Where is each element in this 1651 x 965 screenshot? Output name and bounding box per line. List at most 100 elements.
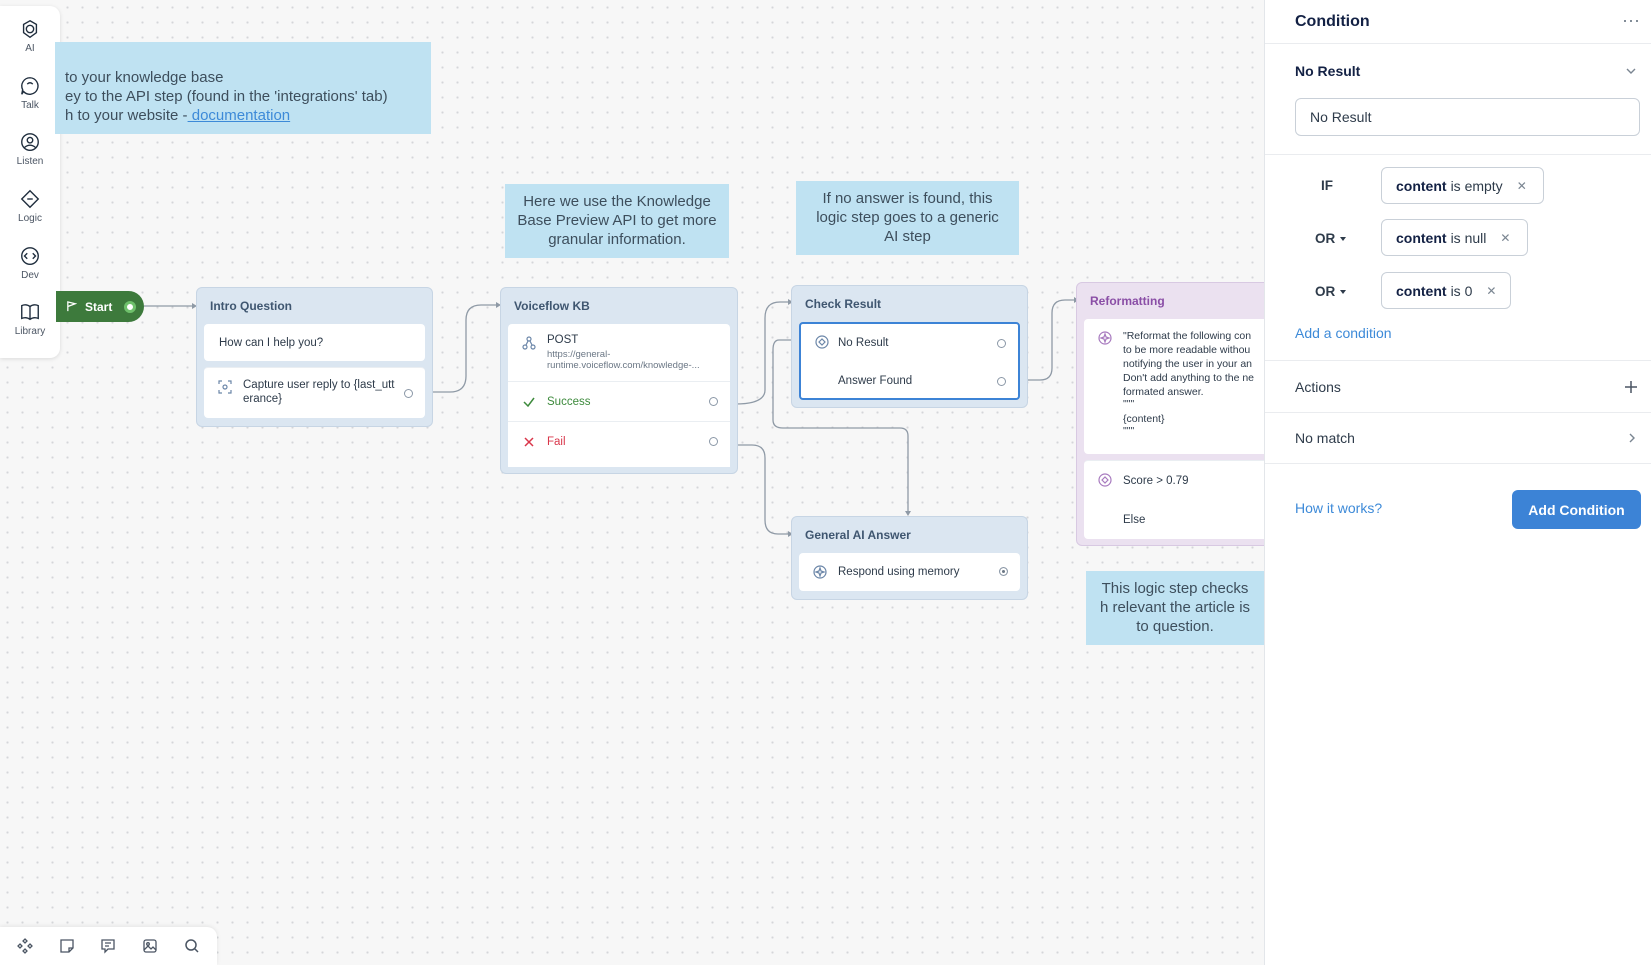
actions-section[interactable]: Actions — [1265, 360, 1651, 412]
api-url-line: runtime.voiceflow.com/knowledge-... — [547, 360, 700, 371]
start-port[interactable] — [124, 300, 137, 313]
openai-icon — [22, 19, 38, 39]
comment-button[interactable] — [97, 935, 119, 957]
add-condition-link[interactable]: Add a condition — [1295, 325, 1392, 341]
step-condition[interactable]: No Result Answer Found — [799, 322, 1020, 400]
condition-editor-panel: Condition ⋯ No Result No Result IF conte… — [1264, 0, 1651, 965]
documentation-link[interactable]: documentation — [187, 107, 291, 124]
path-header[interactable]: No Result — [1265, 44, 1651, 98]
path-else[interactable]: Else — [1123, 514, 1146, 526]
tool-listen[interactable]: Listen — [0, 131, 60, 188]
api-method: POST — [547, 334, 579, 346]
step-respond[interactable]: Respond using memory — [799, 553, 1020, 591]
success-path[interactable]: Success — [508, 381, 730, 421]
tool-talk[interactable]: Talk — [0, 75, 60, 132]
plus-icon[interactable] — [1624, 380, 1638, 394]
path-answer-found[interactable]: Answer Found — [838, 375, 912, 387]
step-api[interactable]: POST https://general- runtime.voiceflow.… — [508, 324, 730, 467]
tool-dev[interactable]: Dev — [0, 245, 60, 302]
respond-port[interactable] — [999, 567, 1008, 576]
remove-condition-icon[interactable]: ✕ — [1486, 283, 1497, 298]
flow-canvas[interactable]: AI Talk Listen Logic Dev — [0, 0, 1264, 965]
flag-icon — [67, 301, 77, 312]
components-button[interactable] — [14, 935, 36, 957]
tool-label: Library — [14, 326, 46, 338]
step-text: How can I help you? — [219, 336, 324, 349]
book-icon — [21, 304, 39, 321]
condition-chip[interactable]: content is 0 ✕ — [1381, 272, 1511, 309]
ai-response-icon — [813, 565, 827, 579]
no-match-label: No match — [1295, 430, 1355, 446]
block-general-ai-answer[interactable]: General AI Answer Respond using memory — [791, 516, 1028, 600]
block-intro-question[interactable]: Intro Question How can I help you? Captu… — [196, 287, 433, 427]
more-options-icon[interactable]: ⋯ — [1622, 11, 1641, 31]
path-no-result[interactable]: No Result — [838, 337, 889, 349]
prompt-line: """ — [1123, 425, 1135, 437]
step-score-condition[interactable]: Score > 0.79 Else — [1084, 460, 1264, 539]
step-text: Capture user reply to {last_utt erance} — [243, 379, 395, 405]
condition-variable: content — [1396, 229, 1447, 246]
fail-label: Fail — [547, 435, 566, 448]
path-score[interactable]: Score > 0.79 — [1123, 475, 1189, 487]
note-line: to your knowledge base — [65, 69, 224, 86]
note-preview-api[interactable]: Here we use the Knowledge Base Preview A… — [505, 184, 729, 258]
condition-text: is empty — [1450, 177, 1503, 194]
prompt-line: "Reformat the following con — [1123, 330, 1252, 342]
step-port[interactable] — [404, 389, 413, 398]
condition-operator-or[interactable]: OR — [1315, 284, 1347, 299]
block-reformatting[interactable]: Reformatting "Reformat the following con… — [1076, 282, 1264, 546]
tool-ai[interactable]: AI — [0, 18, 60, 75]
how-it-works-link[interactable]: How it works? — [1295, 500, 1383, 516]
block-title: Reformatting — [1090, 294, 1165, 308]
condition-text: is 0 — [1450, 282, 1473, 299]
search-button[interactable] — [181, 935, 203, 957]
ai-response-icon — [1098, 331, 1112, 345]
step-text: Respond using memory — [838, 566, 960, 578]
fail-path[interactable]: Fail — [508, 421, 730, 461]
tool-label: AI — [25, 43, 35, 54]
tool-logic[interactable]: Logic — [0, 188, 60, 245]
note-logic-step[interactable]: This logic step checks h relevant the ar… — [1086, 571, 1264, 645]
note-button[interactable] — [56, 935, 78, 957]
step-prompt[interactable]: "Reformat the following con to be more r… — [1084, 319, 1264, 454]
add-condition-button[interactable]: Add Condition — [1512, 490, 1641, 529]
block-voiceflow-kb[interactable]: Voiceflow KB POST https://general- runti… — [500, 287, 738, 474]
step-speak[interactable]: How can I help you? — [204, 324, 425, 361]
answer-found-port[interactable] — [997, 377, 1006, 386]
prompt-line: Don't add anything to the ne — [1123, 372, 1255, 384]
panel-title: Condition — [1295, 12, 1370, 30]
search-icon — [185, 939, 199, 953]
success-port[interactable] — [709, 397, 718, 406]
block-title: Voiceflow KB — [514, 299, 590, 313]
tool-library[interactable]: Library — [0, 301, 60, 358]
fail-port[interactable] — [709, 437, 718, 446]
prompt-line: notifying the user in your an — [1123, 358, 1252, 370]
no-match-section[interactable]: No match — [1265, 412, 1651, 464]
path-label: Answer Found — [838, 375, 913, 387]
image-button[interactable] — [139, 935, 161, 957]
prompt-line: formated answer. — [1123, 386, 1204, 398]
chevron-down-icon[interactable] — [1625, 65, 1637, 77]
note-knowledge-base[interactable]: to your knowledge base ey to the API ste… — [55, 42, 431, 134]
no-result-port[interactable] — [997, 339, 1006, 348]
condition-operator-or[interactable]: OR — [1315, 231, 1347, 246]
start-block[interactable]: Start — [56, 291, 144, 322]
sticky-note-icon — [60, 939, 74, 953]
x-icon — [524, 437, 534, 447]
condition-icon — [815, 335, 829, 349]
start-label: Start — [85, 299, 113, 314]
caret-down-icon — [1340, 289, 1347, 294]
chevron-right-icon — [1629, 433, 1635, 443]
note-no-answer[interactable]: If no answer is found, this logic step g… — [796, 181, 1019, 255]
tool-label: Dev — [21, 269, 39, 281]
success-label: Success — [547, 395, 591, 408]
block-check-result[interactable]: Check Result No Result Answer Found — [791, 285, 1028, 408]
step-capture[interactable]: Capture user reply to {last_utt erance} — [204, 367, 425, 418]
condition-chip[interactable]: content is null ✕ — [1381, 219, 1528, 256]
api-url-line: https://general- — [547, 349, 611, 360]
remove-condition-icon[interactable]: ✕ — [1500, 230, 1511, 245]
caret-down-icon — [1340, 236, 1347, 241]
path-name-input[interactable]: No Result — [1295, 98, 1640, 136]
condition-chip[interactable]: content is empty ✕ — [1381, 167, 1544, 204]
remove-condition-icon[interactable]: ✕ — [1516, 178, 1527, 193]
